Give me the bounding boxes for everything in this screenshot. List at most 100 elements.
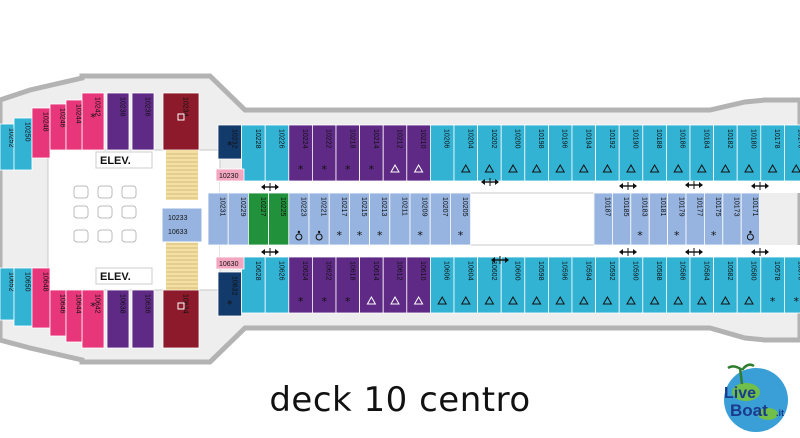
cabin-10198[interactable]: 10198	[524, 124, 549, 182]
cabin-10626[interactable]: 10626	[264, 256, 290, 314]
cabin-number: 10214	[372, 129, 379, 149]
cabin-10178[interactable]: 10178	[760, 124, 785, 182]
cabin-10588[interactable]: 10588	[642, 256, 667, 314]
cabin-10246[interactable]: 10246	[49, 103, 67, 151]
cabin-10217[interactable]: 10217*	[328, 192, 350, 246]
cabin-10614[interactable]: 10614	[359, 256, 384, 314]
cabin-10630[interactable]: 10630	[215, 256, 245, 270]
elevator-bottom: ELEV.	[95, 267, 153, 285]
cabin-10213[interactable]: 10213*	[369, 192, 391, 246]
cabin-10183[interactable]: 10183*	[630, 192, 650, 246]
cabin-10206[interactable]: 10206	[429, 124, 455, 182]
cabin-10223[interactable]: 10223	[288, 192, 310, 246]
cabin-10192[interactable]: 10192	[595, 124, 620, 182]
cabin-10230[interactable]: 10230	[215, 168, 245, 182]
cabin-10211[interactable]: 10211	[389, 192, 411, 246]
cabin-10248[interactable]: 10248	[31, 107, 51, 159]
cabin-10228[interactable]: 10228	[241, 124, 266, 182]
cabin-10244[interactable]: 10244	[65, 99, 83, 151]
cabin-10184[interactable]: 10184	[689, 124, 715, 182]
cabin-10171[interactable]: 10171	[740, 192, 761, 246]
cabin-10226[interactable]: 10226	[264, 124, 290, 182]
cabin-number: 10215	[360, 197, 367, 217]
cabin-10200[interactable]: 10200	[500, 124, 526, 182]
cabin-10231[interactable]: 10231	[207, 192, 229, 246]
cabin-10596[interactable]: 10596	[548, 256, 573, 314]
cabin-10584[interactable]: 10584	[689, 256, 715, 314]
cabin-10576[interactable]: 10576*	[784, 256, 800, 314]
cabin-10580[interactable]: 10580	[736, 256, 762, 314]
cabin-10586[interactable]: 10586	[666, 256, 691, 314]
cabin-10215[interactable]: 10215*	[348, 192, 370, 246]
cabin-10202[interactable]: 10202	[477, 124, 502, 182]
cabin-10210[interactable]: 10210	[406, 124, 431, 182]
cabin-10628[interactable]: 10628	[241, 256, 266, 314]
cabin-10592[interactable]: 10592	[595, 256, 620, 314]
cabin-10205[interactable]: 10205*	[449, 192, 471, 246]
cabin-10604[interactable]: 10604	[453, 256, 479, 314]
cabin-10207[interactable]: 10207	[429, 192, 451, 246]
cabin-10190[interactable]: 10190	[618, 124, 644, 182]
cabin-10642[interactable]: 10642*	[81, 289, 105, 349]
cabin-10234[interactable]: 10234	[162, 92, 200, 151]
cabin-10618[interactable]: 10618*	[335, 256, 361, 314]
cabin-10173[interactable]: 10173	[722, 192, 742, 246]
cabin-10634[interactable]: 10634	[162, 289, 200, 349]
cabin-10606[interactable]: 10606	[429, 256, 455, 314]
cabin-10602[interactable]: 10602	[477, 256, 502, 314]
cabin-10600[interactable]: 10600	[500, 256, 526, 314]
cabin-10214[interactable]: 10214*	[359, 124, 384, 182]
cabin-10644[interactable]: 10644	[65, 289, 83, 343]
cabin-10624[interactable]: 10624*	[288, 256, 313, 314]
triangle-mark-icon	[390, 295, 400, 305]
cabin-10650[interactable]: 10650	[13, 267, 33, 327]
cabin-10578[interactable]: 10578*	[760, 256, 785, 314]
cabin-10221[interactable]: 10221	[308, 192, 330, 246]
cabin-10612[interactable]: 10612	[382, 256, 408, 314]
cabin-10176[interactable]: 10176	[784, 124, 800, 182]
cabin-10646[interactable]: 10646	[49, 289, 67, 337]
cabin-10250[interactable]: 10250	[13, 117, 33, 171]
cabin-10225[interactable]: 10225	[268, 192, 290, 246]
cabin-10222[interactable]: 10222*	[311, 124, 337, 182]
cabin-10209[interactable]: 10209*	[409, 192, 431, 246]
cabin-10594[interactable]: 10594	[571, 256, 597, 314]
cabin-10182[interactable]: 10182	[713, 124, 738, 182]
cabin-10186[interactable]: 10186	[666, 124, 691, 182]
cabin-10175[interactable]: 10175*	[704, 192, 724, 246]
cabin-number: 10217	[340, 197, 347, 217]
cabin-10252[interactable]: 10252	[0, 123, 15, 171]
cabin-10582[interactable]: 10582	[713, 256, 738, 314]
elevator-top: ELEV.	[95, 151, 153, 169]
cabin-10598[interactable]: 10598	[524, 256, 549, 314]
cabin-10236[interactable]: 10236	[131, 92, 155, 151]
cabin-10224[interactable]: 10224*	[288, 124, 313, 182]
cabin-10185[interactable]: 10185	[612, 192, 632, 246]
cabin-10229[interactable]: 10229	[227, 192, 249, 246]
cabin-10622[interactable]: 10622*	[311, 256, 337, 314]
cabin-10610[interactable]: 10610	[406, 256, 431, 314]
cabin-10232[interactable]: 10232*	[217, 124, 243, 160]
cabin-10180[interactable]: 10180	[736, 124, 762, 182]
cabin-10188[interactable]: 10188	[642, 124, 667, 182]
cabin-10194[interactable]: 10194	[571, 124, 597, 182]
connecting-door-icon	[685, 181, 703, 189]
cabin-10187[interactable]: 10187	[593, 192, 613, 246]
cabin-10652[interactable]: 10652	[0, 267, 15, 321]
cabin-10204[interactable]: 10204	[453, 124, 479, 182]
cabin-10218[interactable]: 10218*	[335, 124, 361, 182]
cabin-10590[interactable]: 10590	[618, 256, 644, 314]
cabin-10238[interactable]: 10238	[106, 92, 130, 151]
cabin-10212[interactable]: 10212	[382, 124, 408, 182]
cabin-10638[interactable]: 10638	[106, 289, 130, 349]
cabin-10242[interactable]: 10242*	[81, 92, 105, 151]
cabin-10632[interactable]: 10632*	[217, 271, 243, 317]
cabin-10179[interactable]: 10179*	[667, 192, 687, 246]
cabin-10177[interactable]: 10177	[685, 192, 705, 246]
cabin-10196[interactable]: 10196	[548, 124, 573, 182]
cabin-10648[interactable]: 10648	[31, 267, 51, 329]
cabin-10181[interactable]: 10181	[648, 192, 669, 246]
cabin-10636[interactable]: 10636	[131, 289, 155, 349]
cabin-10227[interactable]: 10227	[247, 192, 269, 246]
